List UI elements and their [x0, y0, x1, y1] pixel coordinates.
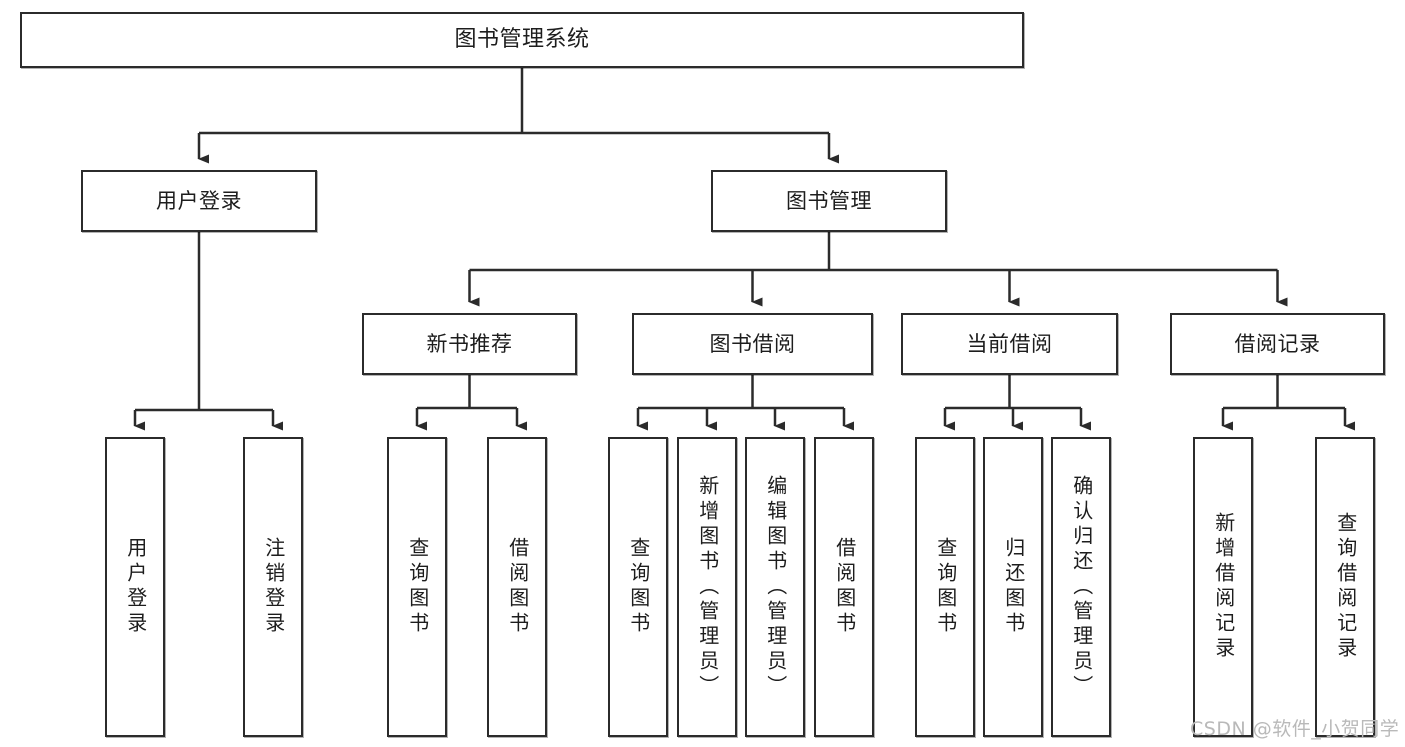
node-label: 归还图书	[1001, 537, 1026, 637]
node-leaf_add_book[interactable]: 新增图书（管理员）	[677, 437, 737, 737]
node-leaf_borrow_book_1[interactable]: 借阅图书	[487, 437, 547, 737]
node-book_manage[interactable]: 图书管理	[711, 170, 947, 232]
node-leaf_query_book_2[interactable]: 查询图书	[608, 437, 668, 737]
node-label: 新书推荐	[426, 331, 513, 356]
node-borrow_record[interactable]: 借阅记录	[1170, 313, 1385, 375]
node-label: 借阅记录	[1234, 331, 1321, 356]
node-leaf_query_book_1[interactable]: 查询图书	[387, 437, 447, 737]
node-leaf_borrow_book_2[interactable]: 借阅图书	[814, 437, 874, 737]
node-label: 用户登录	[156, 188, 242, 213]
node-label: 查询图书	[405, 537, 430, 637]
node-label: 借阅图书	[505, 537, 530, 637]
node-label: 用户登录	[123, 537, 148, 637]
node-label: 图书借阅	[709, 331, 796, 356]
node-new_book_rec[interactable]: 新书推荐	[362, 313, 577, 375]
node-label: 查询图书	[626, 537, 651, 637]
node-leaf_logout[interactable]: 注销登录	[243, 437, 303, 737]
node-label: 图书管理	[786, 188, 872, 213]
tree-edges	[133, 68, 1355, 431]
node-label: 查询借阅记录	[1333, 512, 1358, 662]
node-current_borrow[interactable]: 当前借阅	[901, 313, 1118, 375]
node-label: 注销登录	[261, 537, 286, 637]
node-user_login[interactable]: 用户登录	[81, 170, 317, 232]
node-label: 新增借阅记录	[1211, 512, 1236, 662]
node-leaf_user_login[interactable]: 用户登录	[105, 437, 165, 737]
node-book_borrow[interactable]: 图书借阅	[632, 313, 873, 375]
node-leaf_add_record[interactable]: 新增借阅记录	[1193, 437, 1253, 737]
node-leaf_edit_book[interactable]: 编辑图书（管理员）	[745, 437, 805, 737]
node-label: 确认归还（管理员）	[1069, 474, 1094, 700]
node-label: 当前借阅	[966, 331, 1053, 356]
node-root[interactable]: 图书管理系统	[20, 12, 1024, 68]
node-label: 借阅图书	[832, 537, 857, 637]
node-leaf_query_record[interactable]: 查询借阅记录	[1315, 437, 1375, 737]
node-leaf_return_book[interactable]: 归还图书	[983, 437, 1043, 737]
node-leaf_query_book_3[interactable]: 查询图书	[915, 437, 975, 737]
node-leaf_confirm_ret[interactable]: 确认归还（管理员）	[1051, 437, 1111, 737]
node-label: 新增图书（管理员）	[695, 474, 720, 700]
node-label: 查询图书	[933, 537, 958, 637]
node-label: 图书管理系统	[454, 27, 590, 53]
node-label: 编辑图书（管理员）	[763, 474, 788, 700]
